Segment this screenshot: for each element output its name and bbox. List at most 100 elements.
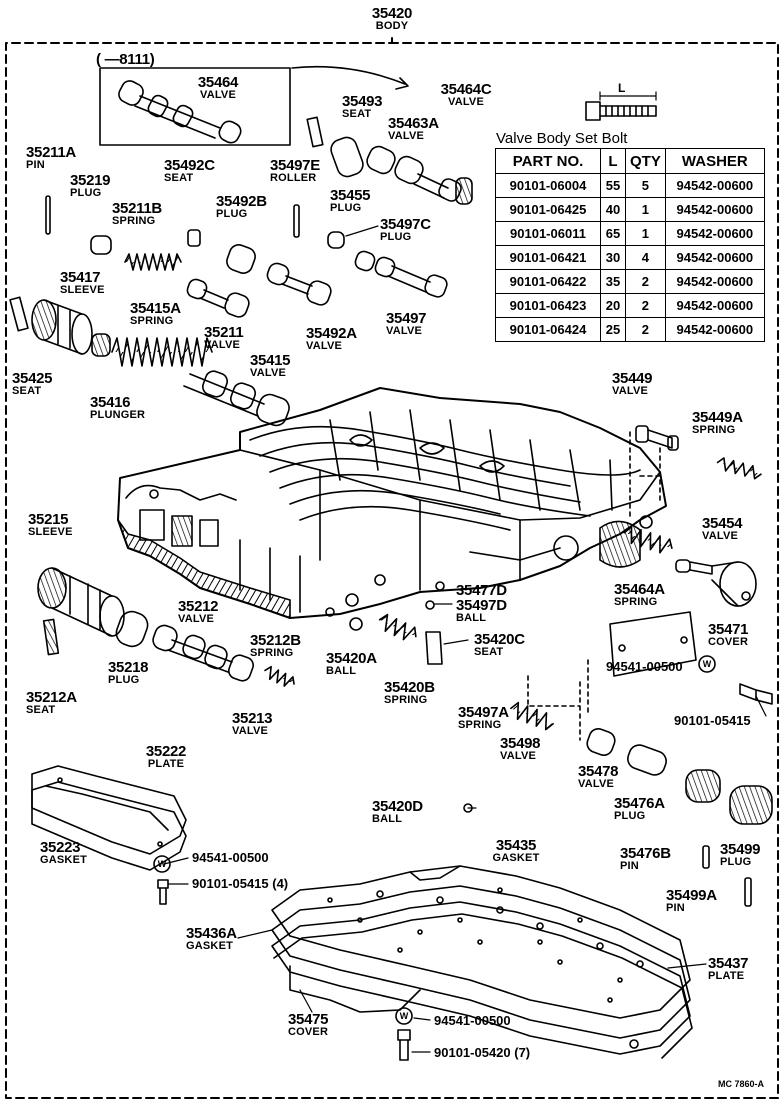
plug-35218-shape [115,610,149,648]
cell-part-no: 90101-06423 [495,293,601,318]
plug-35497C-shape [327,231,345,249]
bolt-table-title: Valve Body Set Bolt [496,130,628,147]
plunger-35416-shape [91,333,111,357]
valve-35478-shape [627,744,667,776]
valve-35464-shape [118,80,242,144]
valve-35212-shape [152,624,254,682]
spring-35212B-shape [264,665,295,687]
callout-bolt-left: 90101-05415 (4) [192,876,289,891]
seat-35493-shape [306,116,324,148]
cell-qty: 1 [625,221,666,246]
plug-35492B-shape [226,244,256,274]
header-length: L [600,148,626,174]
label-body: 35420 BODY [372,6,413,32]
cell-part-no: 90101-06011 [495,221,601,246]
cell-length: 55 [600,173,626,198]
cell-washer: 94542-00600 [664,269,765,294]
plug-35219-shape [90,235,112,255]
subassy-bracket [99,67,291,146]
subassy-label: ( —8111) [96,51,155,68]
cell-length: 65 [600,221,626,246]
ball-35497D-shape [425,600,435,610]
sleeve-35417-shape [31,299,93,355]
cell-length: 40 [600,197,626,222]
cell-washer: 94542-00600 [664,173,765,198]
cell-qty: 2 [625,269,666,294]
cell-length: 30 [600,245,626,270]
roller-35497E-shape [293,204,300,238]
seat-35420C-shape [425,631,443,665]
washer-icon-right [698,655,716,673]
plug-35476A-shape [685,769,721,803]
bolt-90101-05415-shape [739,683,773,705]
cell-part-no: 90101-06424 [495,317,601,342]
plug-35455-shape [330,136,364,178]
valve-35497-shape [354,250,448,298]
cell-washer: 94542-00600 [664,293,765,318]
cell-part-no: 90101-06425 [495,197,601,222]
cover-35471-shape [609,611,697,677]
header-qty: QTY [625,148,666,174]
washer-icon-bottom [395,1007,413,1025]
callout-bolt-bottom: 90101-05420 (7) [434,1045,531,1060]
cell-qty: 4 [625,245,666,270]
plate-stack [271,865,693,1059]
cell-washer: 94542-00600 [664,245,765,270]
bolt-icon [585,91,657,121]
callout-washer-left: 94541-00500 [192,850,269,865]
callout-washer-right: 94541-00500 [606,659,683,674]
callout-bolt-right: 90101-05415 [674,713,751,728]
valve-35449-shape [635,425,679,451]
cell-washer: 94542-00600 [664,197,765,222]
plug-35499-shape [729,785,773,825]
seat-35212A-shape [42,618,60,656]
valve-35492A-shape [266,262,332,306]
washer-symbol-left: W [158,859,167,869]
cell-qty: 2 [625,317,666,342]
washer-icon-left [153,855,171,873]
bolt-table-header-row: PART NO. L QTY WASHER [495,148,765,174]
label-35477D: 35477D [456,582,507,599]
valve-35454-shape [675,559,757,607]
plate-35222-shape [31,765,187,871]
cell-qty: 5 [625,173,666,198]
seat-35425-shape [9,296,29,332]
valve-35463A-shape [366,145,473,205]
spring-35211B-shape [124,253,182,271]
cell-length: 20 [600,293,626,318]
spring-35449A-shape [716,457,762,480]
spring-35420B-shape [378,613,417,641]
